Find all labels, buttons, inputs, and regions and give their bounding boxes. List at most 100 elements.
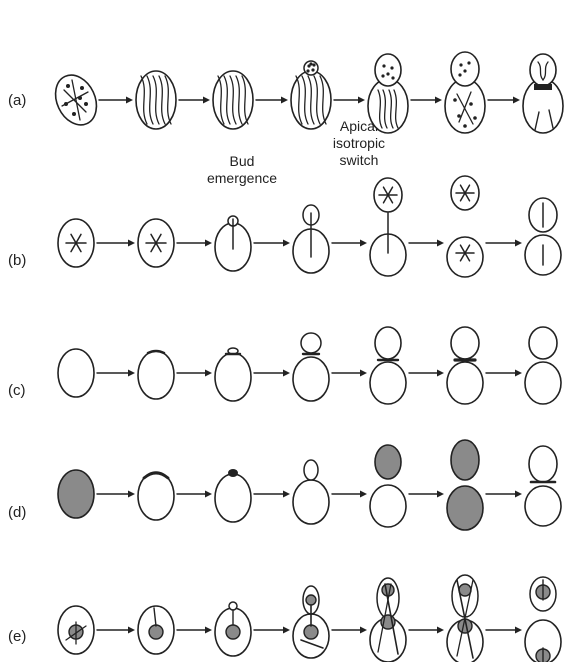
filament (388, 89, 394, 129)
cell-outline (524, 619, 562, 662)
cell-outline (446, 485, 484, 531)
septin-ring (146, 349, 166, 355)
annotation-apical-line-2: isotropic (332, 135, 386, 151)
bud-outline (529, 53, 557, 87)
stage-arrow (253, 369, 290, 377)
stage-a1 (54, 74, 98, 126)
stage-b7 (524, 197, 562, 276)
row-label-e: (e) (8, 628, 27, 645)
filament (534, 111, 540, 131)
cell-outline (137, 350, 175, 400)
actin-patch (72, 112, 76, 116)
arrow-head (515, 626, 522, 634)
arrow-head (360, 626, 367, 634)
row-label-c: (c) (8, 382, 26, 399)
bud-outline (374, 53, 402, 87)
annotation-bud-line-2: emergence (206, 170, 278, 186)
arrow-head (437, 490, 444, 498)
stage-arrow (485, 369, 522, 377)
stage-arrow (96, 369, 135, 377)
actin-patch (312, 63, 316, 67)
filament (458, 91, 472, 123)
filament (393, 89, 399, 129)
actin-patch (66, 84, 70, 88)
actin-patch (473, 116, 477, 120)
spindle (456, 579, 474, 657)
stage-d6 (446, 439, 484, 531)
filament (152, 75, 160, 125)
arrow-head (437, 626, 444, 634)
stage-d7 (524, 445, 562, 527)
arrow-head (435, 96, 442, 104)
actin-patch (64, 102, 68, 106)
spindle (300, 639, 324, 649)
stage-arrow (98, 96, 133, 104)
bud-outline (528, 326, 558, 360)
stage-arrow (408, 490, 444, 498)
nucleus (148, 624, 164, 640)
actin-patch (311, 68, 315, 72)
stage-arrow (176, 239, 212, 247)
stage-d2 (137, 471, 175, 521)
actin-patch (469, 102, 473, 106)
stage-a6 (444, 51, 486, 134)
arrow-head (283, 490, 290, 498)
actin-patch (309, 62, 313, 66)
arrow-head (126, 96, 133, 104)
stage-a2 (135, 70, 177, 130)
filament (71, 79, 81, 121)
arrow-head (128, 626, 135, 634)
annotation-apical-line-3: switch (339, 152, 379, 168)
arrow-head (283, 626, 290, 634)
actin-patch (390, 66, 394, 70)
arrow-head (128, 490, 135, 498)
bud-outline (528, 445, 558, 483)
stage-arrow (96, 239, 135, 247)
arrow-head (205, 239, 212, 247)
row-label-a: (a) (8, 92, 27, 109)
stage-arrow (176, 490, 212, 498)
bud-outline (228, 601, 238, 611)
nucleus (303, 624, 319, 640)
arrow-head (437, 369, 444, 377)
cell-outline (367, 78, 409, 134)
spindle (153, 607, 157, 627)
stage-arrow (331, 239, 367, 247)
stage-c6 (446, 326, 484, 405)
stage-d1 (57, 469, 95, 519)
stage-arrow (253, 239, 290, 247)
cell-outline (292, 479, 330, 525)
cell-outline (524, 485, 562, 527)
nucleus (381, 583, 395, 597)
actin-patch (459, 63, 463, 67)
filament (223, 75, 231, 125)
annotation-bud-line-1: Bud (229, 153, 255, 169)
stage-arrow (331, 626, 367, 634)
filament (158, 75, 166, 125)
stage-a5 (367, 53, 409, 134)
stage-arrow (331, 490, 367, 498)
arrow-head (128, 239, 135, 247)
nucleus (305, 594, 317, 606)
stage-a4 (290, 60, 332, 130)
stage-arrow (253, 490, 290, 498)
stage-arrow (485, 239, 522, 247)
actin-patch (381, 74, 385, 78)
filament (382, 89, 388, 129)
cell-outline (369, 484, 407, 528)
cell-outline (524, 361, 562, 405)
actin-patch (463, 124, 467, 128)
stage-e4 (292, 585, 330, 659)
stage-arrow (408, 239, 444, 247)
stage-c5 (369, 326, 407, 405)
spindle (377, 583, 392, 653)
arrow-head (513, 96, 520, 104)
stage-arrow (408, 626, 444, 634)
bud-outline (374, 326, 402, 360)
stage-arrow (96, 490, 135, 498)
stage-arrow (331, 369, 367, 377)
filament (241, 75, 249, 125)
arrow-head (515, 369, 522, 377)
nucleus (225, 624, 241, 640)
stage-e2 (137, 605, 175, 655)
